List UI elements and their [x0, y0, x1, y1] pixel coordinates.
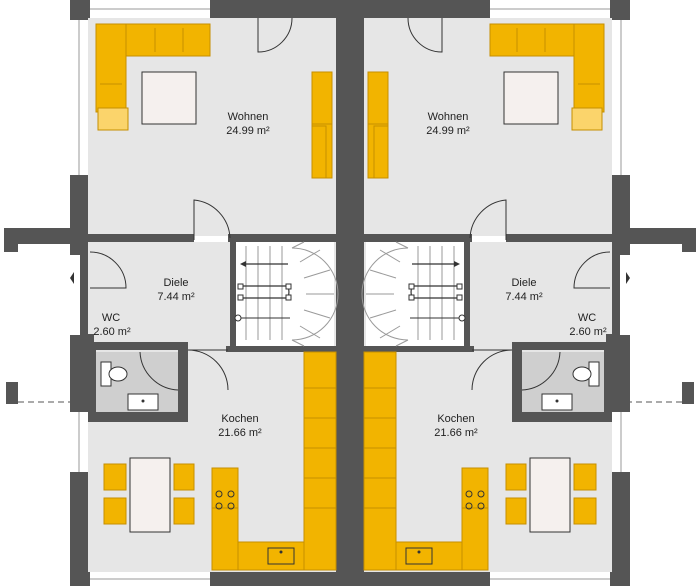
room-name-wohnen-left: Wohnen [228, 111, 269, 123]
room-area-wc-left: 2.60 m² [93, 326, 131, 338]
room-name-diele-right: Diele [511, 277, 536, 289]
room-area-diele-left: 7.44 m² [157, 291, 195, 303]
room-area-wohnen-left: 24.99 m² [226, 125, 270, 137]
room-name-kochen-right: Kochen [437, 413, 474, 425]
room-area-wohnen-right: 24.99 m² [426, 125, 470, 137]
room-area-diele-right: 7.44 m² [505, 291, 543, 303]
room-name-diele-left: Diele [163, 277, 188, 289]
room-name-kochen-left: Kochen [221, 413, 258, 425]
room-name-wc-right: WC [578, 312, 596, 324]
room-name-wc-left: WC [102, 312, 120, 324]
room-area-kochen-right: 21.66 m² [434, 427, 478, 439]
room-name-wohnen-right: Wohnen [428, 111, 469, 123]
room-area-kochen-left: 21.66 m² [218, 427, 262, 439]
room-area-wc-right: 2.60 m² [569, 326, 607, 338]
